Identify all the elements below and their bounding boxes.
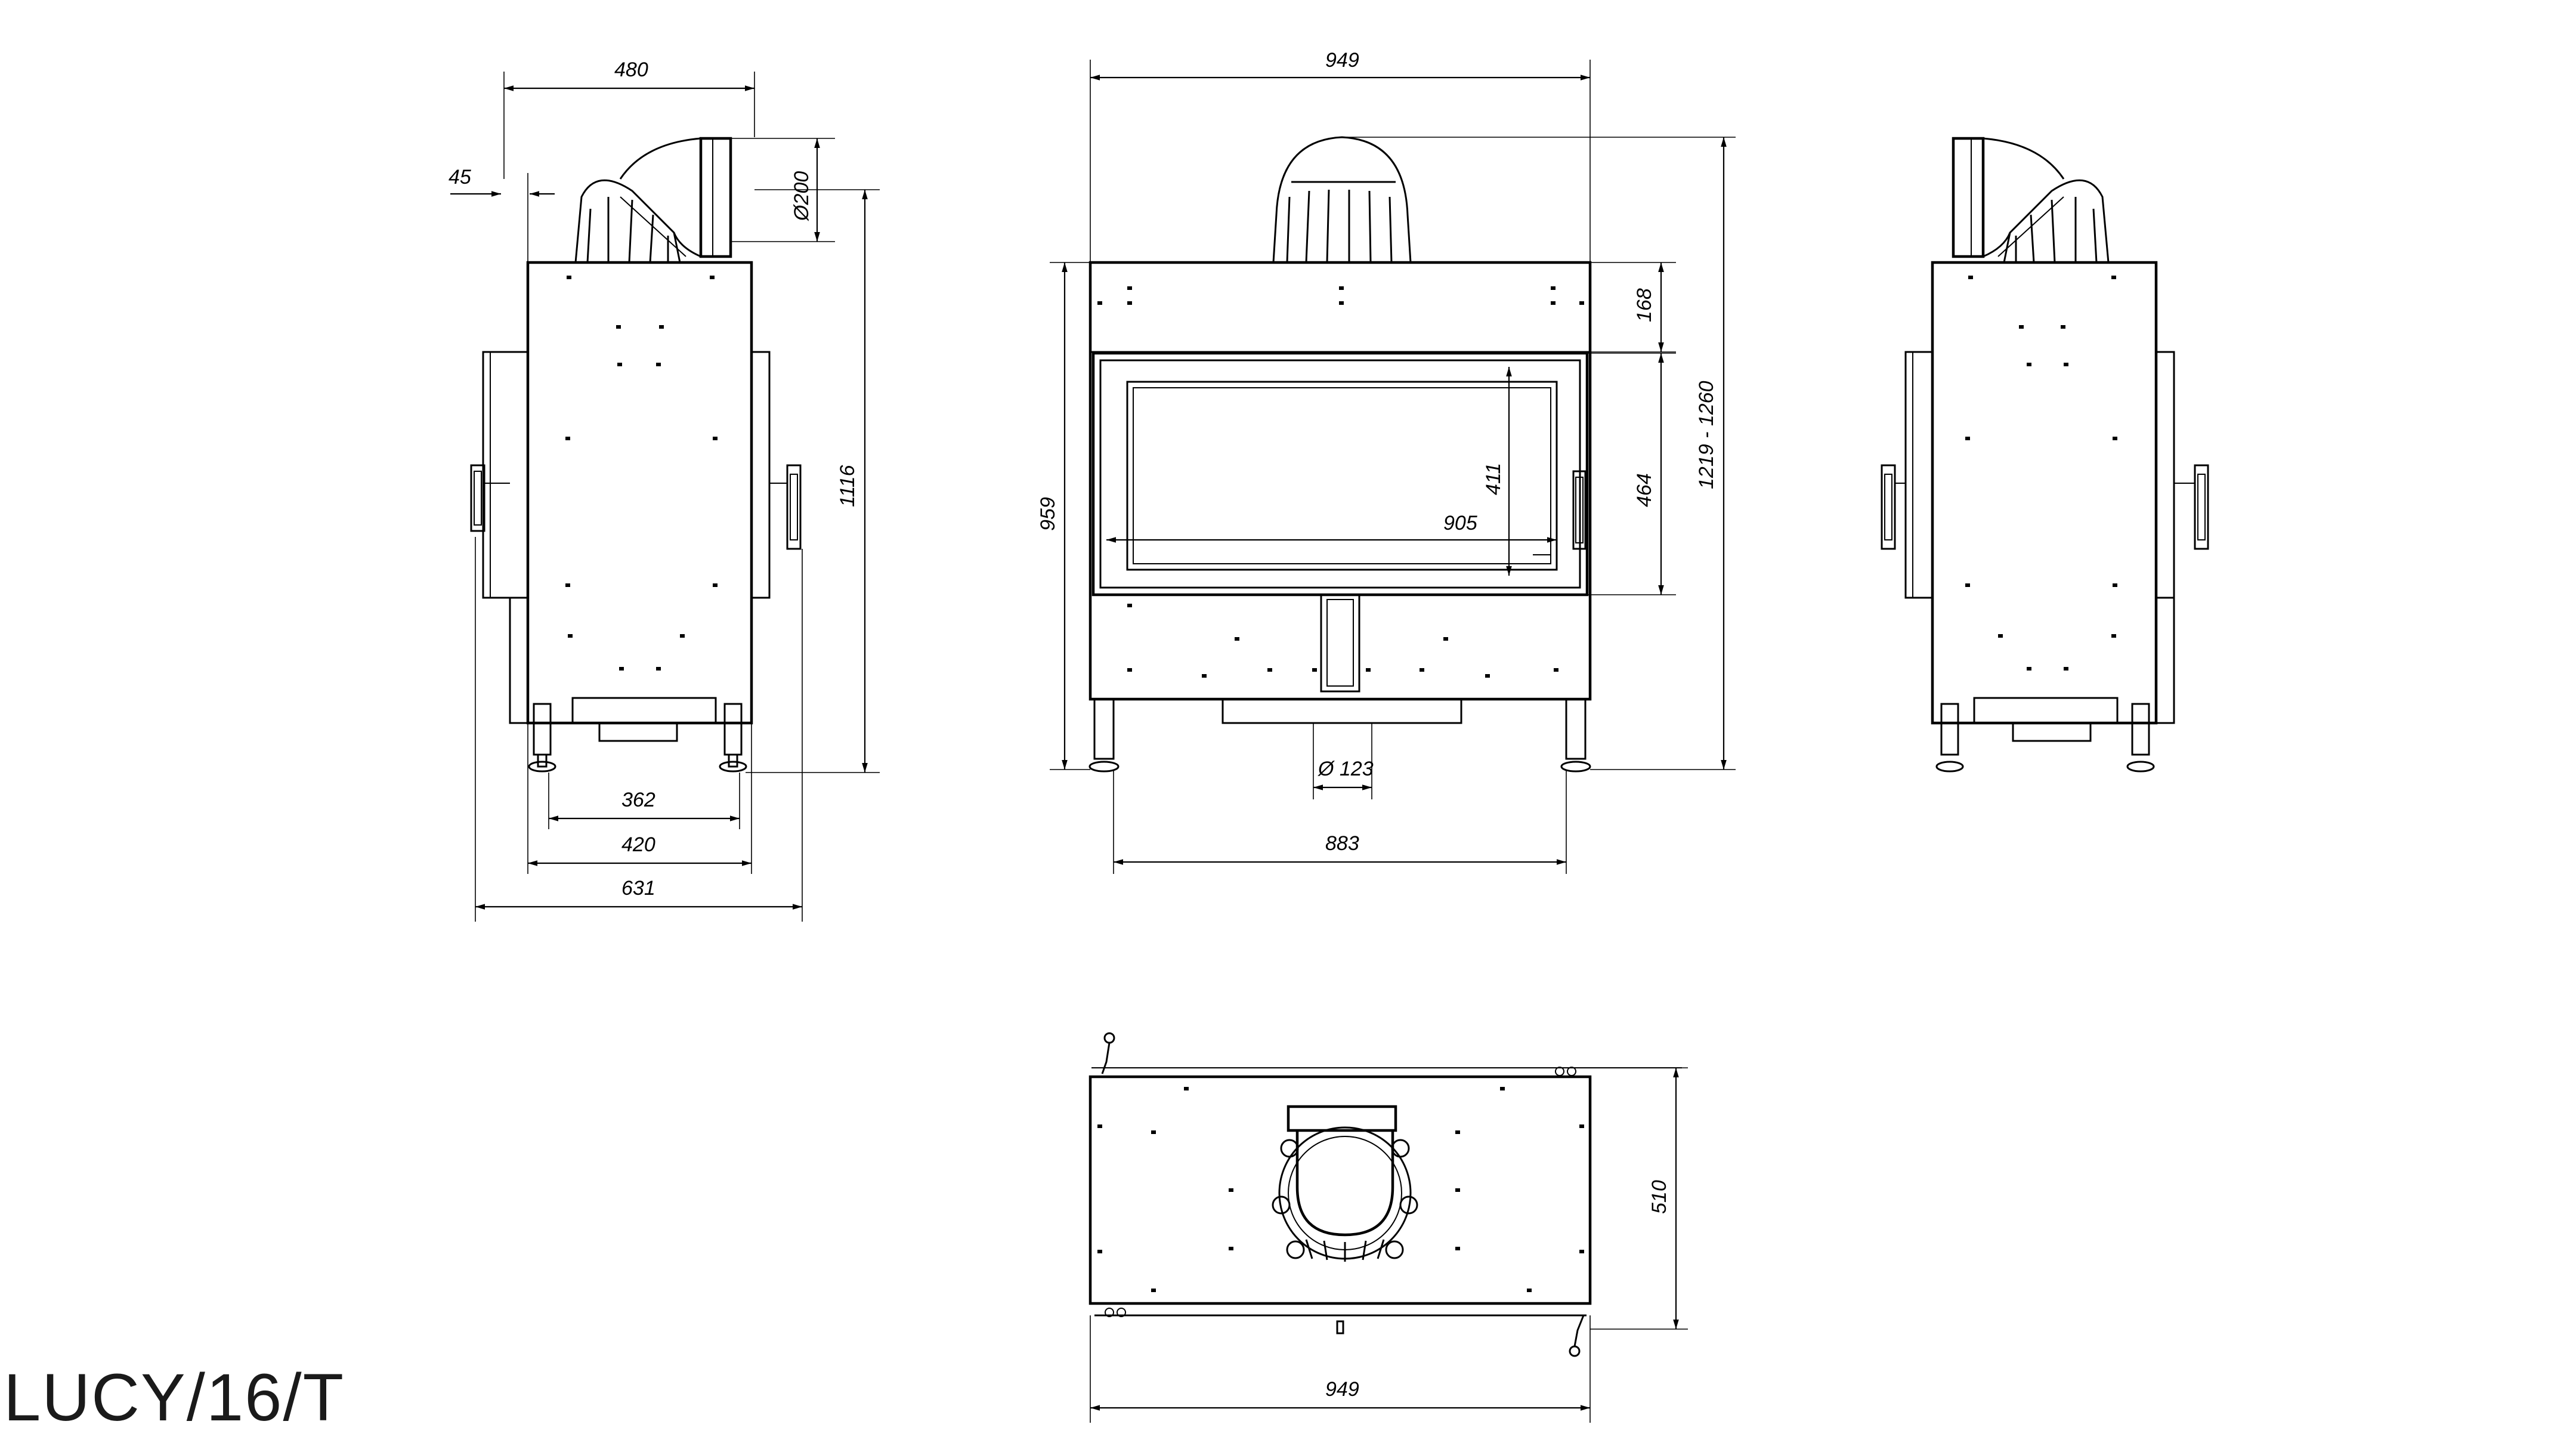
dim-legs-outer: 420 — [621, 833, 655, 856]
dim-legs-inner: 362 — [621, 789, 655, 811]
side-view-right — [1881, 137, 2209, 773]
dim-height: 1116 — [836, 465, 859, 507]
dim-body-height: 959 — [1037, 497, 1059, 531]
dim-top-depth-plan: 510 — [1648, 1180, 1671, 1214]
side-view-left — [470, 137, 802, 773]
model-title: LUCY/16/T — [4, 1360, 345, 1435]
front-view — [1088, 136, 1736, 773]
top-view-dimensions: 510 949 — [1090, 1067, 1688, 1423]
dim-flue-diameter: Ø200 — [790, 171, 813, 221]
dim-top-width-plan: 949 — [1325, 1378, 1359, 1401]
dim-top-panel: 168 — [1633, 288, 1656, 322]
dim-offset: 45 — [449, 166, 471, 189]
dim-overall-depth: 631 — [621, 877, 655, 900]
dim-door-height: 464 — [1633, 473, 1656, 507]
dim-front-width: 949 — [1325, 49, 1359, 72]
dim-air-inlet: Ø 123 — [1318, 758, 1374, 780]
dim-glass-width: 905 — [1443, 512, 1477, 535]
side-view-dimensions: 480 45 Ø200 1116 362 420 631 — [449, 58, 880, 922]
dim-overall-height: 1219 - 1260 — [1695, 381, 1718, 489]
front-view-dimensions: 949 168 959 411 464 1219 - 1260 905 Ø 12… — [1037, 49, 1736, 874]
dim-legs-width: 883 — [1325, 832, 1359, 855]
top-view — [1088, 1032, 1682, 1357]
dim-glass-height: 411 — [1482, 463, 1505, 495]
dim-top-depth: 480 — [614, 58, 648, 81]
